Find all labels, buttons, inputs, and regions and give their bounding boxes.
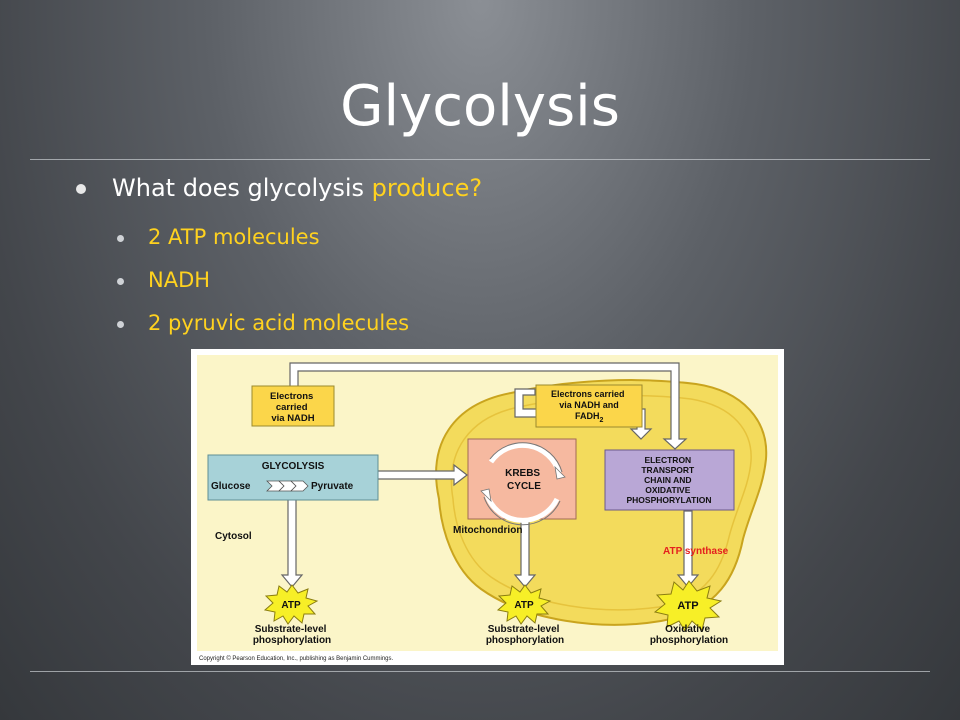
electrons-nadh-line: Electrons	[270, 391, 313, 402]
electrons-nadh-fadh-box	[535, 384, 643, 428]
electrons-nadh-line: carried	[276, 402, 308, 413]
electrons-fadh-line: Electrons carried	[551, 389, 625, 399]
atp-synthase-label: ATP synthase	[663, 546, 729, 557]
chevron-arrows-icon	[266, 480, 309, 492]
krebs-line: CYCLE	[507, 481, 541, 492]
svg-text:Electrons carried via NA: Electrons carried via NADH and	[551, 389, 627, 410]
title-divider	[30, 159, 930, 160]
svg-text:KREBS CYCLE: KREBS CYCLE	[505, 468, 543, 492]
svg-text:FADH2: FADH2	[575, 411, 604, 424]
list-item: NADH	[148, 268, 211, 292]
atp-starburst-icon: ATP	[496, 584, 552, 625]
output-label: Substrate-level	[488, 624, 560, 635]
atp-label: ATP	[281, 600, 301, 611]
atp-starburst-icon: ATP	[653, 580, 723, 632]
svg-text:Substrate-level phosphor: Substrate-level phosphorylation	[486, 624, 564, 646]
cytosol-label: Cytosol	[215, 531, 252, 542]
pyruvate-label: Pyruvate	[311, 481, 354, 492]
question-text: What does glycolysis produce?	[112, 174, 482, 202]
glycolysis-title: GLYCOLYSIS	[262, 461, 325, 472]
etc-line: ELECTRON	[644, 455, 691, 465]
fadh-subscript: 2	[600, 417, 604, 424]
slide-title: Glycolysis	[340, 74, 620, 139]
question-prefix: What does glycolysis	[112, 174, 372, 202]
copyright-text: Copyright © Pearson Education, Inc., pub…	[199, 655, 394, 662]
mitochondrion-label: Mitochondrion	[453, 525, 522, 536]
footer-divider	[30, 671, 930, 672]
etc-line: CHAIN AND	[644, 475, 691, 485]
list-item: 2 ATP molecules	[148, 225, 320, 249]
output-label: Oxidative	[665, 624, 710, 635]
list-item: 2 pyruvic acid molecules	[148, 311, 410, 335]
question-highlight: produce?	[371, 174, 483, 202]
respiration-diagram: Electrons carried via NADH Electrons car…	[191, 349, 784, 665]
svg-text:ELECTRON TRANSPORT: ELECTRON TRANSPORT CHAIN AND OXIDATIVE P…	[626, 455, 711, 505]
etc-line: OXIDATIVE	[645, 485, 691, 495]
svg-text:Oxidative phosphorylatio: Oxidative phosphorylation	[650, 624, 728, 646]
cycle-arrow-icon	[484, 442, 562, 523]
glucose-label: Glucose	[211, 481, 251, 492]
svg-text:Electrons carried: Electrons carried via NADH	[270, 391, 316, 424]
bullet-dot	[117, 278, 124, 285]
atp-starburst-icon: ATP	[263, 584, 319, 625]
atp-label: ATP	[677, 600, 698, 612]
glycolysis-box	[207, 454, 379, 501]
electrons-fadh-line: via NADH and	[559, 400, 619, 410]
atp-label: ATP	[514, 600, 534, 611]
etc-line: TRANSPORT	[641, 465, 695, 475]
krebs-line: KREBS	[505, 468, 540, 479]
output-label: phosphorylation	[486, 635, 564, 646]
etc-line: PHOSPHORYLATION	[626, 495, 711, 505]
bullet-dot	[117, 235, 124, 242]
fadh-label: FADH	[575, 411, 600, 421]
bullet-dot	[76, 184, 86, 194]
etc-box	[604, 449, 735, 511]
output-label: Substrate-level	[255, 624, 327, 635]
electrons-nadh-box	[251, 385, 335, 427]
svg-text:Substrate-level phosphor: Substrate-level phosphorylation	[253, 624, 331, 646]
bullet-dot	[117, 321, 124, 328]
electrons-nadh-line: via NADH	[271, 413, 314, 424]
krebs-cycle-box	[467, 438, 577, 520]
output-label: phosphorylation	[650, 635, 728, 646]
output-label: phosphorylation	[253, 635, 331, 646]
respiration-diagram-svg: Electrons carried via NADH Electrons car…	[197, 355, 778, 662]
